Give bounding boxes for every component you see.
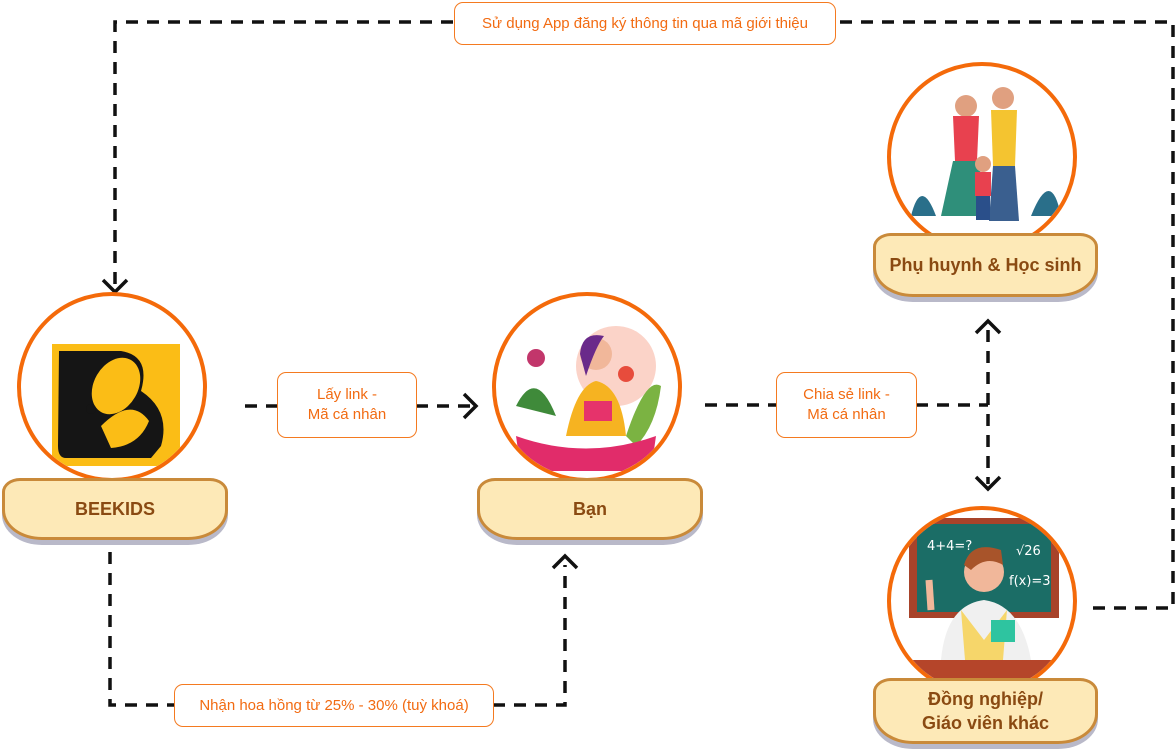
beekids-pedestal: BEEKIDS — [2, 478, 228, 540]
parents-label: Phụ huynh & Học sinh — [889, 255, 1082, 275]
arrow-right-icon — [462, 392, 479, 420]
arrow-up-icon — [974, 318, 1002, 335]
colleagues-globe: 4+4=? √26 f(x)=3 — [887, 506, 1077, 696]
commission-connector-left — [108, 552, 174, 707]
colleagues-pedestal: Đồng nghiệp/ Giáo viên khác — [873, 678, 1098, 744]
board-eq-1: 4+4=? — [927, 539, 972, 554]
teacher-illustration: 4+4=? √26 f(x)=3 — [891, 518, 1073, 692]
board-eq-3: f(x)=3 — [1009, 574, 1051, 589]
ban-globe — [492, 292, 682, 482]
commission-text: Nhận hoa hồng từ 25% - 30% (tuỳ khoá) — [199, 696, 469, 714]
ban-pedestal: Bạn — [477, 478, 703, 540]
arrow-up-icon — [551, 553, 579, 570]
share-link-label: Chia sẻ link - Mã cá nhân — [776, 372, 917, 438]
board-eq-2: √26 — [1016, 544, 1041, 559]
register-label: Sử dụng App đăng ký thông tin qua mã giớ… — [454, 2, 836, 45]
get-link-label: Lấy link - Mã cá nhân — [277, 372, 417, 438]
get-link-text-1: Lấy link - — [316, 386, 378, 403]
family-illustration — [911, 87, 1061, 221]
person-reading-illustration — [516, 326, 661, 471]
colleagues-label-1: Đồng nghiệp/ — [928, 689, 1043, 709]
beekids-globe — [17, 292, 207, 482]
get-link-text-2: Mã cá nhân — [307, 406, 387, 423]
parents-pedestal: Phụ huynh & Học sinh — [873, 233, 1098, 297]
share-link-text-1: Chia sẻ link - — [803, 386, 890, 403]
register-connector — [113, 20, 1175, 610]
commission-connector-right — [493, 565, 567, 707]
share-link-text-2: Mã cá nhân — [807, 406, 886, 423]
beekids-label: BEEKIDS — [74, 499, 155, 519]
colleagues-label-2: Giáo viên khác — [921, 713, 1050, 733]
parents-globe — [887, 62, 1077, 252]
register-text: Sử dụng App đăng ký thông tin qua mã giớ… — [482, 14, 808, 32]
ban-label: Bạn — [572, 499, 607, 519]
commission-label: Nhận hoa hồng từ 25% - 30% (tuỳ khoá) — [174, 684, 494, 727]
arrow-down-icon — [974, 475, 1002, 492]
beekids-logo — [52, 344, 180, 466]
